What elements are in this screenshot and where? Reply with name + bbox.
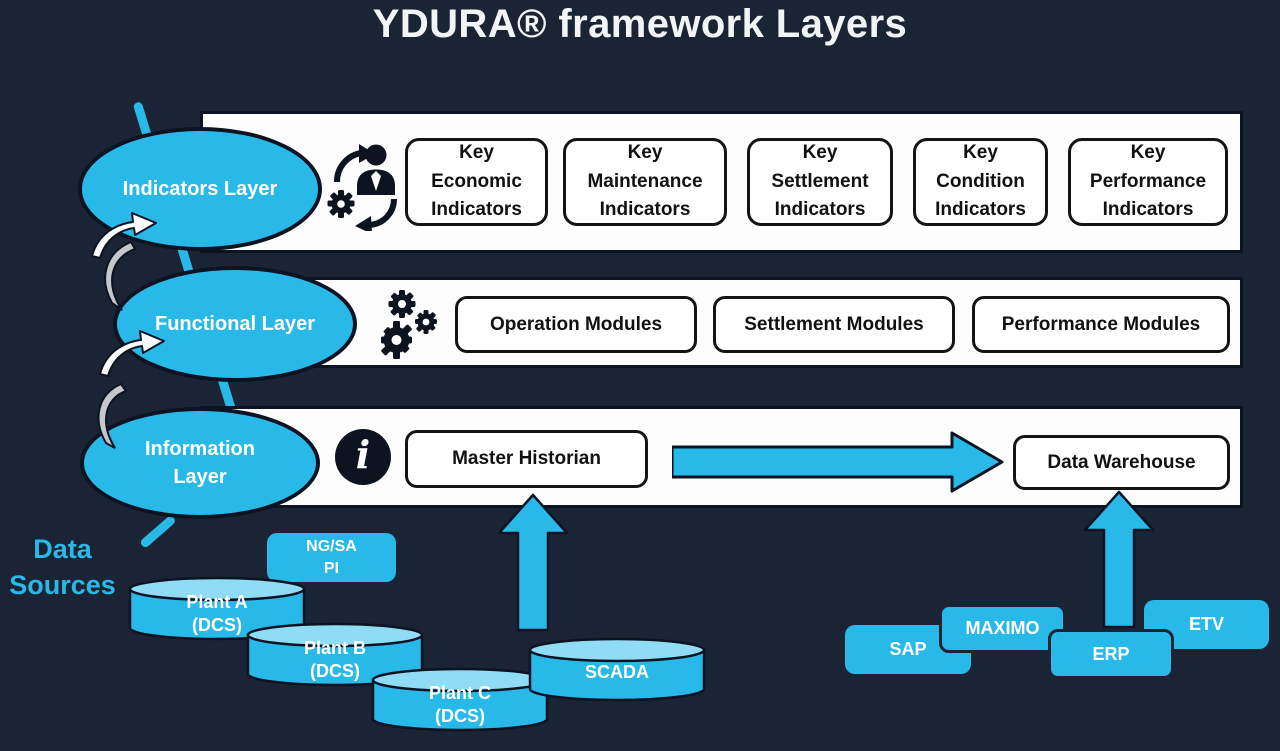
plant-b-label: Plant B (DCS) [303,638,366,682]
ngsa-pi-box: NG/SA PI [267,533,396,582]
master-historian-box: Master Historian [405,430,648,488]
info-icon-glyph: i [355,432,371,477]
settlement-modules-box: Settlement Modules [713,296,955,353]
plant-a-dcs-cylinder: Plant A (DCS) [127,576,307,642]
diagram-title: YDURA® framework Layers [372,2,908,46]
key-economic-indicators-box: Key Economic Indicators [405,138,548,226]
erp-box: ERP [1048,629,1174,679]
info-icon: i [335,429,391,485]
plant-a-label: Plant A (DCS) [186,592,248,636]
sources-to-historian-arrow [497,493,569,632]
scada-cylinder: SCADA [527,637,707,703]
indicators-layer-ellipse: Indicators Layer [78,127,322,251]
performance-modules-box: Performance Modules [972,296,1230,353]
functional-layer-label: Functional Layer [154,313,316,335]
scada-label: SCADA [584,662,649,682]
plant-c-dcs-cylinder: Plant C (DCS) [370,667,550,733]
maximo-box: MAXIMO [939,604,1066,653]
indicators-layer-label: Indicators Layer [122,178,278,200]
key-condition-indicators-box: Key Condition Indicators [913,138,1048,226]
data-sources-label: Data Sources [9,534,116,601]
key-settlement-indicators-box: Key Settlement Indicators [747,138,893,226]
information-layer-ellipse: Information Layer [80,407,320,519]
historian-to-warehouse-arrow [672,431,1004,493]
operation-modules-box: Operation Modules [455,296,697,353]
plant-c-label: Plant C (DCS) [428,683,491,727]
cyan-slash-line-small [139,514,177,549]
functional-layer-ellipse: Functional Layer [113,266,357,382]
data-warehouse-box: Data Warehouse [1013,435,1230,490]
key-maintenance-indicators-box: Key Maintenance Indicators [563,138,727,226]
systems-to-warehouse-arrow [1083,490,1155,629]
person-gear-cycle-icon [326,141,402,234]
gears-icon [372,288,444,366]
information-layer-label: Information Layer [145,438,255,488]
key-performance-indicators-box: Key Performance Indicators [1068,138,1228,226]
